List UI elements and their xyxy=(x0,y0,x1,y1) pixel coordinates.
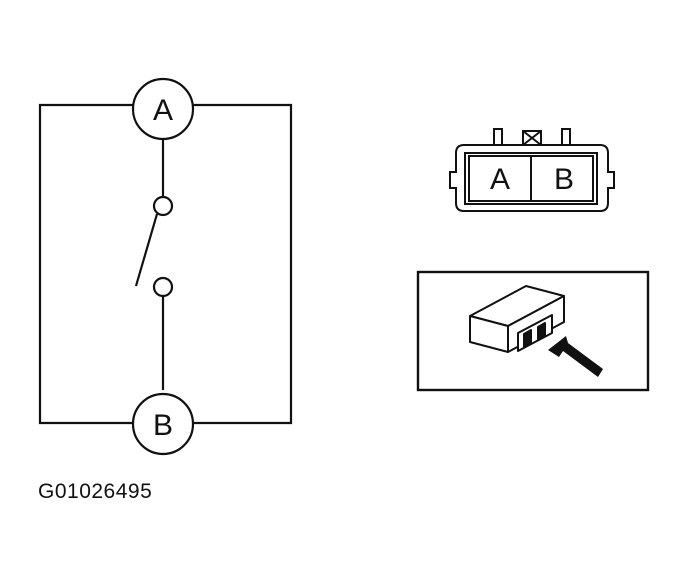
terminal-a-label: A xyxy=(153,94,173,127)
relay-socket-slot-2 xyxy=(537,322,546,341)
terminal-a-circle xyxy=(131,77,195,141)
connector-tab-right xyxy=(561,128,571,146)
loop-wire xyxy=(38,103,293,425)
connector-pin-b-label: B xyxy=(554,163,574,196)
connector-cavity xyxy=(464,152,598,205)
relay-socket-slot-1 xyxy=(523,329,532,348)
relay-module xyxy=(469,285,565,353)
connector-face xyxy=(449,128,615,212)
switch-schematic xyxy=(38,77,293,456)
location-arrow-icon xyxy=(548,336,603,377)
switch-lever xyxy=(134,213,159,287)
connector-tab-left xyxy=(493,128,503,146)
terminal-b-circle xyxy=(131,392,195,456)
switch-contact-lower xyxy=(152,276,174,298)
figure-id: G01026495 xyxy=(38,480,153,503)
location-inset xyxy=(416,270,650,392)
terminal-b-label: B xyxy=(153,409,173,442)
connector-tab-center-x2 xyxy=(522,130,542,146)
connector-pin-a-label: A xyxy=(490,163,510,196)
switch-contact-upper xyxy=(152,195,174,217)
